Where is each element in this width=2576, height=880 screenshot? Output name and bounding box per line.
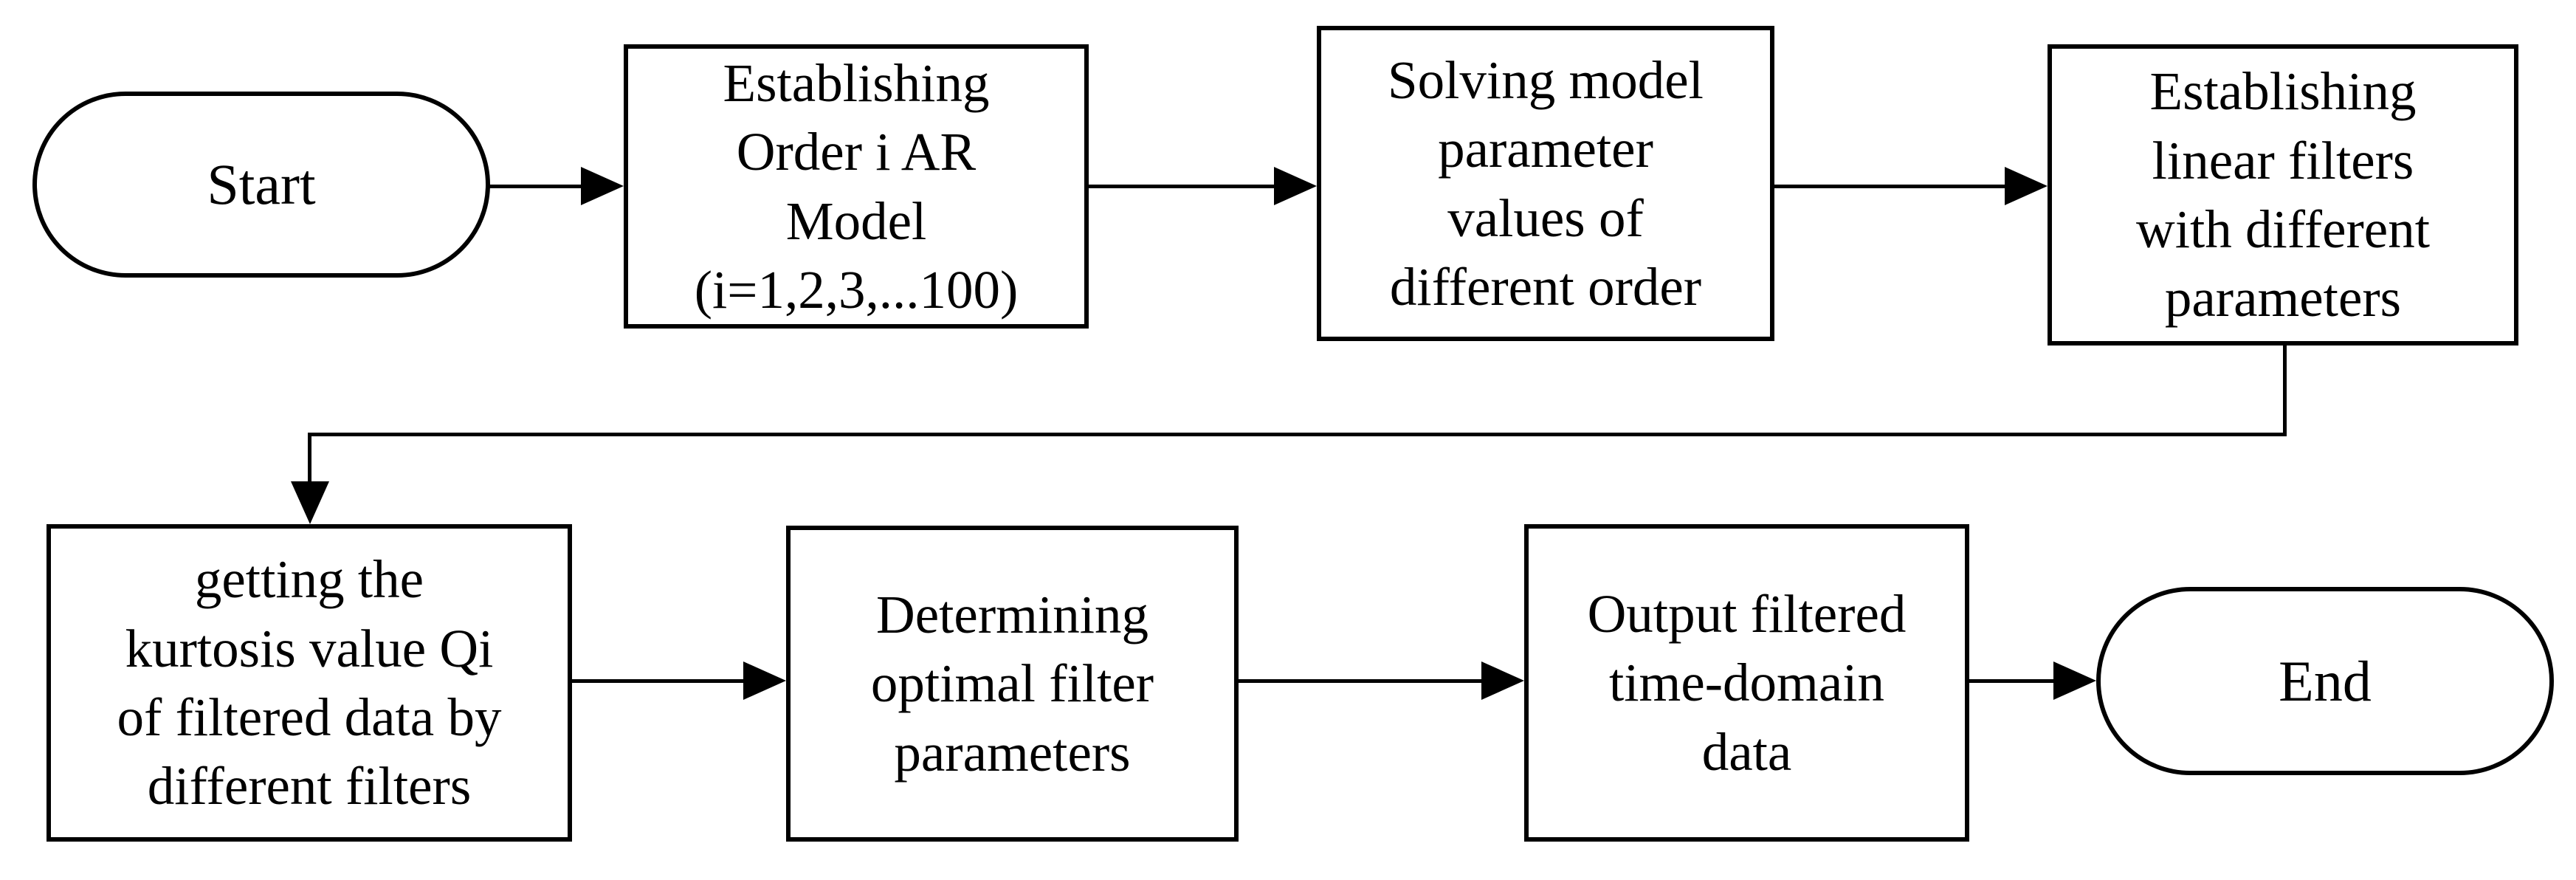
node-end: End — [2096, 587, 2554, 775]
node-linear-filters: Establishing linear filters with differe… — [2048, 44, 2518, 346]
node-optimal-filter: Determining optimal filter parameters — [786, 526, 1239, 842]
edge-ar-model-to-solve-arrowhead — [1274, 167, 1317, 205]
edge-kurtosis-to-optimal-line — [572, 679, 746, 683]
node-solve-params: Solving model parameter values of differ… — [1317, 26, 1774, 341]
edge-solve-to-filters-arrowhead — [2005, 167, 2048, 205]
node-start: Start — [32, 92, 490, 278]
node-ar-model: Establishing Order i AR Model (i=1,2,3,.… — [624, 44, 1089, 329]
edge-start-to-ar-model-arrowhead — [581, 167, 624, 205]
edge-optimal-to-output-line — [1239, 679, 1484, 683]
edge-filters-to-kurtosis-arrowhead — [291, 481, 329, 524]
edge-filters-to-kurtosis-left-segment — [308, 433, 2287, 436]
edge-start-to-ar-model-line — [489, 185, 583, 188]
edge-filters-to-kurtosis-drop-segment — [308, 433, 311, 484]
node-kurtosis: getting the kurtosis value Qi of filtere… — [47, 524, 572, 842]
node-output-data: Output filtered time-domain data — [1524, 524, 1969, 842]
edge-optimal-to-output-arrowhead — [1481, 661, 1524, 700]
edge-output-to-end-arrowhead — [2053, 661, 2096, 700]
edge-kurtosis-to-optimal-arrowhead — [743, 661, 786, 700]
edge-solve-to-filters-line — [1774, 185, 2008, 188]
edge-ar-model-to-solve-line — [1089, 185, 1277, 188]
edge-filters-to-kurtosis-down-segment — [2283, 346, 2287, 436]
edge-output-to-end-line — [1969, 679, 2056, 683]
